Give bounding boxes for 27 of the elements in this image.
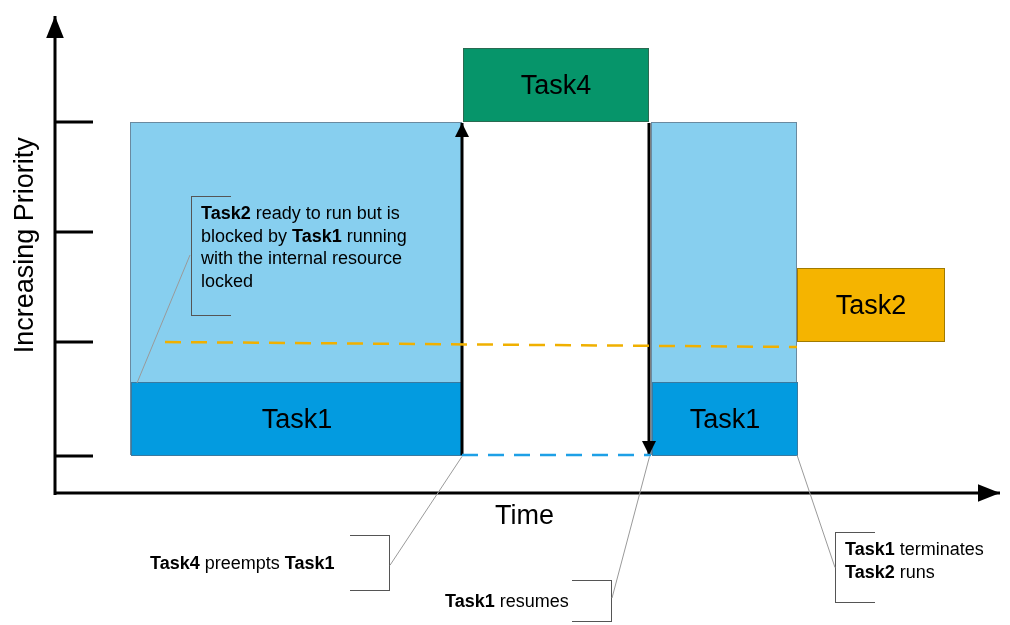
callout-note [150, 535, 390, 591]
callout-text: Task1 terminates Task2 runs [845, 538, 985, 583]
callout-text: Task4 preempts Task1 [150, 551, 335, 575]
task-block [797, 268, 945, 342]
callout-note [445, 580, 612, 622]
dashed-line [462, 453, 651, 457]
dashed-line [165, 340, 797, 349]
callout-note [191, 196, 409, 316]
task-block [131, 382, 463, 456]
task-label: Task2 [835, 291, 907, 319]
axis-label: Increasing Priority [7, 136, 40, 354]
callout-text: Task1 resumes [445, 589, 569, 613]
task-block [463, 48, 649, 122]
leader-line [796, 454, 836, 568]
axis-label: Time [495, 502, 554, 529]
task-block [652, 382, 798, 456]
arrow [642, 123, 656, 455]
task-label: Task1 [689, 405, 761, 433]
leader-line [389, 456, 463, 566]
leader-line [136, 254, 191, 384]
callout-text: Task2 ready to run but is blocked by Task1 running with the internal resource locked [201, 202, 408, 292]
task-label: Task1 [261, 405, 333, 433]
leader-line [611, 456, 651, 599]
priority-band [651, 122, 797, 455]
arrow [455, 123, 469, 455]
task-label: Task4 [520, 71, 592, 99]
priority-band [130, 122, 462, 455]
